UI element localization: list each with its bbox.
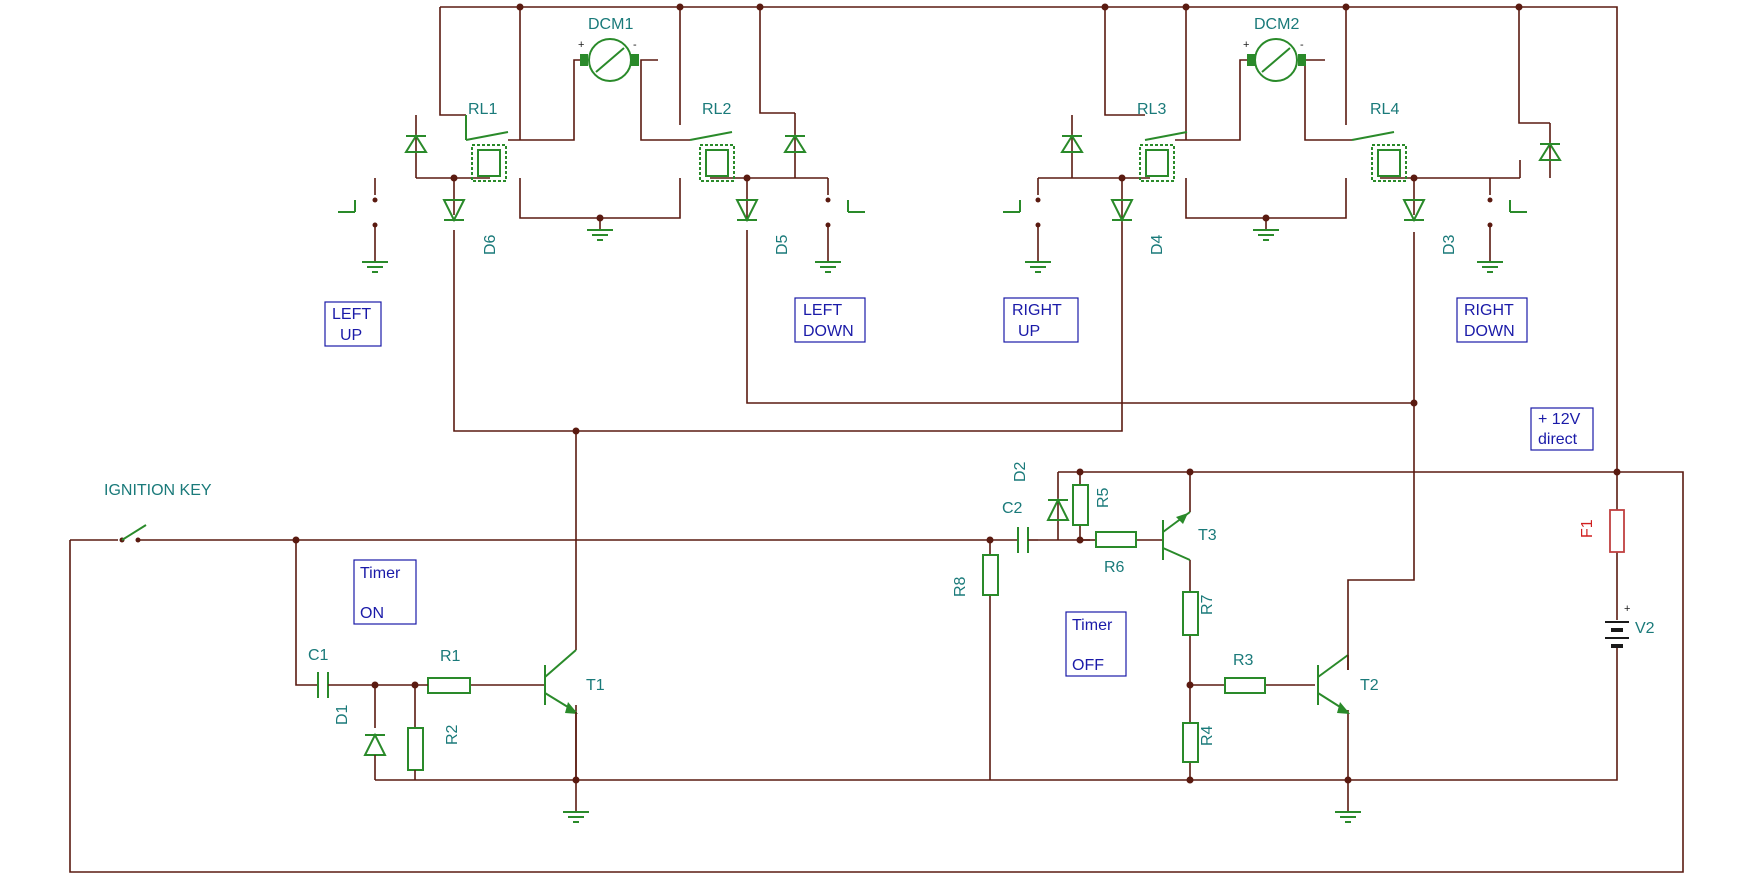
right-down-line1: RIGHT [1464,302,1514,319]
switch-right-down [1477,178,1527,273]
relay-rl3: RL3 [1137,101,1188,182]
resistor-r4: R4 [1182,722,1216,763]
wires [69,6,1684,873]
ground-t2 [1335,811,1361,823]
switch-left-up [338,178,388,273]
label-dcm1: DCM1 [588,16,633,33]
label-r6: R6 [1104,559,1125,576]
timer-on-line1: Timer [360,565,401,582]
label-t2: T2 [1360,677,1379,694]
label-rl4: RL4 [1370,101,1399,118]
label-d1: D1 [334,704,351,725]
diode-flyback-right [1538,123,1562,178]
box-timer-off: Timer OFF [1065,611,1127,677]
supply-line2: direct [1538,431,1578,448]
label-d3: D3 [1441,234,1458,255]
diode-flyback-left [404,115,428,178]
label-d6: D6 [482,234,499,255]
right-up-line2: UP [1018,323,1040,340]
label-v2: V2 [1635,620,1655,637]
ground-t1 [563,811,589,823]
diode-d3: D3 [1402,199,1458,255]
capacitor-c1: C1 [308,647,346,698]
ignition-switch: IGNITION KEY [104,482,212,543]
timer-off-line1: Timer [1072,617,1113,634]
left-down-line1: LEFT [803,302,842,319]
label-r8: R8 [952,576,969,597]
transistor-t2: T2 [1317,654,1379,714]
diode-d2: D2 [1012,461,1070,540]
box-left-up: LEFT UP [324,301,382,347]
label-r4: R4 [1199,725,1216,746]
left-up-line2: UP [340,327,362,344]
battery-v2: + V2 [1605,603,1655,648]
capacitor-c2: C2 [1002,500,1038,553]
label-ignition: IGNITION KEY [104,482,212,499]
diode-flyback-mid-left [783,113,807,178]
label-r3: R3 [1233,652,1254,669]
right-up-line1: RIGHT [1012,302,1062,319]
box-timer-on: Timer ON [353,559,417,625]
label-r7: R7 [1199,594,1216,615]
supply-line1: + 12V [1538,411,1581,428]
box-left-down: LEFT DOWN [794,297,866,343]
label-t3: T3 [1198,527,1217,544]
resistor-r2: R2 [407,724,461,780]
dcm1-minus: - [633,39,637,51]
motor-dcm1: + - DCM1 [578,16,639,82]
right-down-line2: DOWN [1464,323,1515,340]
motor-dcm2: + - DCM2 [1243,16,1306,82]
timer-off-line2: OFF [1072,657,1104,674]
label-d2: D2 [1012,461,1029,482]
label-t1: T1 [586,677,605,694]
relay-rl2: RL2 [689,101,735,182]
dcm2-plus: + [1243,39,1249,51]
diode-d1: D1 [334,704,387,780]
left-up-line1: LEFT [332,306,371,323]
label-rl1: RL1 [468,101,497,118]
resistor-r6: R6 [1095,531,1137,576]
resistor-r5: R5 [1072,484,1112,526]
label-c1: C1 [308,647,329,664]
box-supply: + 12V direct [1530,407,1594,451]
label-r2: R2 [444,724,461,745]
label-f1: F1 [1579,519,1596,538]
ground-relay-right [1253,229,1279,241]
transistor-t1: T1 [544,649,605,780]
dcm2-minus: - [1300,39,1304,51]
switch-left-down [815,178,865,273]
diode-d5: D5 [735,199,791,255]
timer-on-line2: ON [360,605,384,622]
label-dcm2: DCM2 [1254,16,1299,33]
diode-flyback-mid-right [1060,115,1084,178]
resistor-r8: R8 [952,554,999,597]
label-d4: D4 [1149,234,1166,255]
label-rl2: RL2 [702,101,731,118]
label-r1: R1 [440,648,461,665]
label-d5: D5 [774,234,791,255]
label-r5: R5 [1095,487,1112,508]
label-c2: C2 [1002,500,1023,517]
box-right-down: RIGHT DOWN [1456,297,1528,343]
diode-d6: D6 [442,199,499,255]
relay-rl1: RL1 [465,101,509,182]
transistor-t3: T3 [1162,511,1217,561]
ground-relay-left [587,229,613,241]
box-right-up: RIGHT UP [1003,297,1079,343]
resistor-r7: R7 [1182,591,1216,636]
resistor-r3: R3 [1224,652,1266,694]
battery-plus: + [1624,603,1630,615]
switch-right-up [1003,178,1051,273]
label-rl3: RL3 [1137,101,1166,118]
fuse-f1: F1 [1579,509,1625,553]
diode-d4: D4 [1110,199,1166,255]
left-down-line2: DOWN [803,323,854,340]
junctions [292,3,1621,784]
resistor-r1: R1 [410,648,471,694]
dcm1-plus: + [578,39,584,51]
relay-rl4: RL4 [1351,101,1407,182]
